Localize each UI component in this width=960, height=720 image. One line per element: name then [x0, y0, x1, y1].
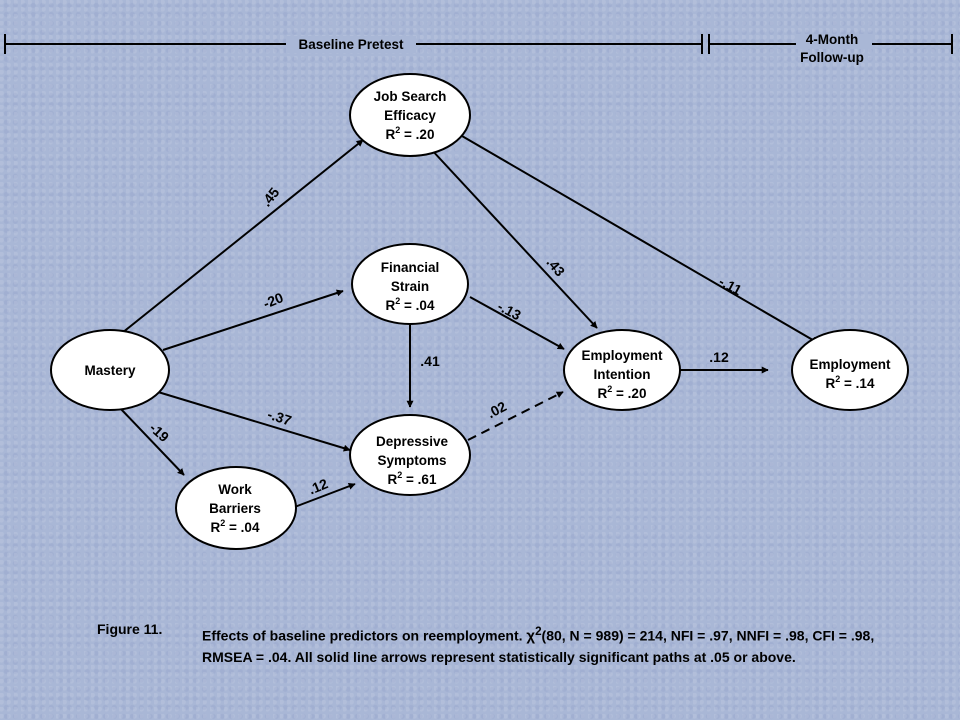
path-financial-to-intention	[469, 296, 565, 350]
node-mastery-label: Mastery	[84, 363, 136, 378]
path-work-barriers-to-depressive	[291, 482, 356, 509]
coef-job-search-employment: -.11	[716, 273, 744, 298]
coef-mastery-work-barriers: -19	[146, 420, 172, 446]
coef-mastery-financial: -20	[261, 289, 286, 311]
followup-label-line1: 4-Month	[806, 32, 858, 47]
node-depressive-symptoms-r2: R2 = .61	[388, 470, 437, 487]
node-job-search-efficacy-line2: Efficacy	[384, 108, 436, 123]
node-work-barriers: Work Barriers R2 = .04	[175, 466, 297, 550]
path-mastery-to-job-search	[121, 139, 364, 334]
followup-label-line2: Follow-up	[800, 50, 864, 65]
node-financial-strain-line1: Financial	[381, 260, 440, 275]
node-financial-strain-r2: R2 = .04	[386, 296, 435, 313]
path-mastery-to-financial	[162, 289, 344, 351]
node-depressive-symptoms-shape	[349, 414, 471, 496]
node-mastery-shape	[50, 329, 170, 411]
node-depressive-symptoms-line1: Depressive	[376, 434, 449, 449]
node-job-search-efficacy-shape	[349, 73, 471, 157]
chi-square-symbol: χ	[526, 627, 536, 645]
paths	[119, 135, 819, 509]
caption-text-after: (80, N = 989) = 214, NFI = .97, NNFI = .…	[202, 627, 875, 665]
node-job-search-efficacy-r2: R2 = .20	[386, 125, 435, 142]
node-employment-intention-line2: Intention	[594, 367, 651, 382]
path-mastery-to-work-barriers	[119, 407, 185, 476]
node-mastery: Mastery	[50, 329, 170, 411]
path-job-search-to-employment	[461, 135, 819, 344]
node-employment-line1: Employment	[809, 357, 891, 372]
chi-square-superscript: 2	[535, 625, 542, 638]
node-depressive-symptoms-line2: Symptoms	[377, 453, 446, 468]
coef-work-barriers-depressive: .12	[306, 475, 330, 497]
figure-label: Figure 11.	[97, 621, 163, 637]
node-depressive-symptoms: Depressive Symptoms R2 = .61	[349, 414, 471, 496]
node-work-barriers-r2: R2 = .04	[211, 518, 260, 535]
caption-text-before: Effects of baseline predictors on reempl…	[202, 627, 527, 644]
path-mastery-to-depressive	[157, 391, 351, 452]
node-financial-strain: Financial Strain R2 = .04	[351, 243, 469, 325]
node-employment-intention-r2: R2 = .20	[598, 384, 647, 401]
node-employment-intention-line1: Employment	[581, 348, 663, 363]
baseline-pretest-label: Baseline Pretest	[298, 37, 404, 52]
coef-financial-depressive: .41	[420, 353, 440, 369]
coef-depressive-intention: .02	[484, 398, 509, 421]
node-work-barriers-line2: Barriers	[209, 501, 261, 516]
coef-mastery-depressive: -.37	[266, 406, 294, 429]
coef-intention-employment: .12	[709, 349, 729, 365]
node-work-barriers-line1: Work	[218, 482, 252, 497]
node-financial-strain-shape	[351, 243, 469, 325]
node-employment-intention-shape	[563, 329, 681, 411]
path-depressive-to-intention	[467, 391, 564, 441]
coef-mastery-job-search: .45	[258, 184, 283, 209]
node-employment: Employment R2 = .14	[791, 329, 909, 411]
node-work-barriers-shape	[175, 466, 297, 550]
timeline-header: Baseline Pretest 4-Month Follow-up	[4, 32, 953, 65]
node-employment-shape	[791, 329, 909, 411]
node-job-search-efficacy: Job Search Efficacy R2 = .20	[349, 73, 471, 157]
path-job-search-to-intention	[429, 147, 598, 329]
node-financial-strain-line2: Strain	[391, 279, 429, 294]
node-job-search-efficacy-line1: Job Search	[374, 89, 447, 104]
figure-caption: Effects of baseline predictors on reempl…	[202, 622, 892, 667]
coef-financial-intention: -.13	[495, 298, 524, 324]
node-employment-r2: R2 = .14	[826, 374, 875, 391]
node-employment-intention: Employment Intention R2 = .20	[563, 329, 681, 411]
